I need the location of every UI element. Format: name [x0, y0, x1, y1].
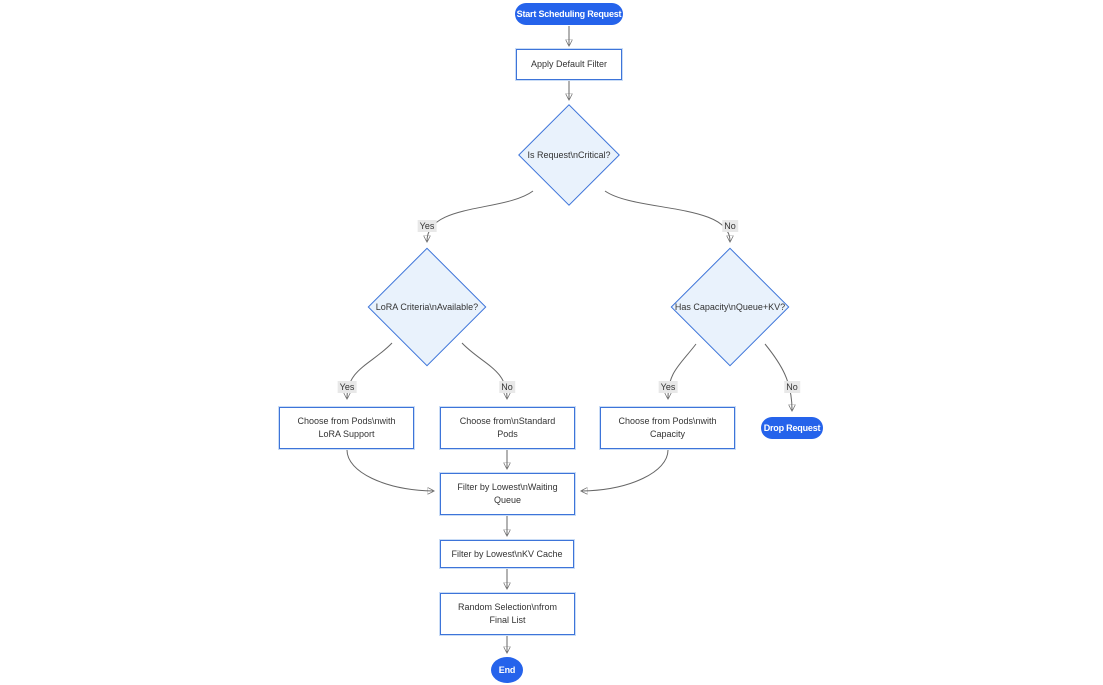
edge-capacitypods-to-filter [582, 449, 669, 491]
node-end: End [491, 657, 523, 683]
node-label-line1: Filter by Lowest\nWaiting [457, 482, 558, 492]
node-choose-standard-pods: Choose from\nStandard Pods [440, 407, 575, 449]
edge-lorapods-to-filter [346, 449, 433, 491]
node-label: Filter by Lowest\nKV Cache [451, 548, 563, 559]
node-filter-lowest-waiting-queue: Filter by Lowest\nWaiting Queue [440, 473, 575, 515]
edge-label-yes: Yes [658, 381, 678, 393]
edge-label-no: No [784, 381, 800, 393]
node-apply-default-filter: Apply Default Filter [516, 49, 622, 80]
node-filter-lowest-kv-cache: Filter by Lowest\nKV Cache [440, 540, 574, 568]
node-choose-pods-lora-support: Choose from Pods\nwith LoRA Support [279, 407, 414, 449]
node-label-line1: Choose from Pods\nwith [297, 416, 396, 426]
node-label-line2: Pods [497, 429, 518, 439]
node-label-line1: Random Selection\nfrom [457, 602, 558, 612]
node-label-line2: LoRA Support [318, 429, 375, 439]
node-lora-criteria-available: LoRA Criteria\nAvailable? [367, 247, 487, 367]
node-label: Apply Default Filter [530, 59, 608, 69]
edge-critical-no [604, 190, 730, 241]
node-start-scheduling-request: Start Scheduling Request [515, 3, 623, 25]
edge-label-yes: Yes [417, 220, 437, 232]
node-label: Has Capacity\nQueue+KV? [674, 302, 786, 312]
node-label-line1: Choose from\nStandard [459, 416, 556, 426]
node-random-selection-final-list: Random Selection\nfrom Final List [440, 593, 575, 635]
node-label-line1: Choose from Pods\nwith [618, 416, 717, 426]
edge-label-yes: Yes [337, 381, 357, 393]
node-choose-pods-capacity: Choose from Pods\nwith Capacity [600, 407, 735, 449]
node-label-line2: Final List [489, 615, 526, 625]
node-has-capacity-queue-kv: Has Capacity\nQueue+KV? [670, 247, 790, 367]
node-label-line2: Capacity [649, 429, 685, 439]
node-label: LoRA Criteria\nAvailable? [375, 302, 479, 312]
node-label: Is Request\nCritical? [527, 150, 611, 160]
edge-capacity-no [764, 343, 792, 410]
node-label-line2: Queue [493, 495, 522, 505]
node-drop-request: Drop Request [761, 417, 823, 439]
edge-label-no: No [722, 220, 738, 232]
edge-label-no: No [499, 381, 515, 393]
node-is-request-critical: Is Request\nCritical? [517, 103, 621, 207]
